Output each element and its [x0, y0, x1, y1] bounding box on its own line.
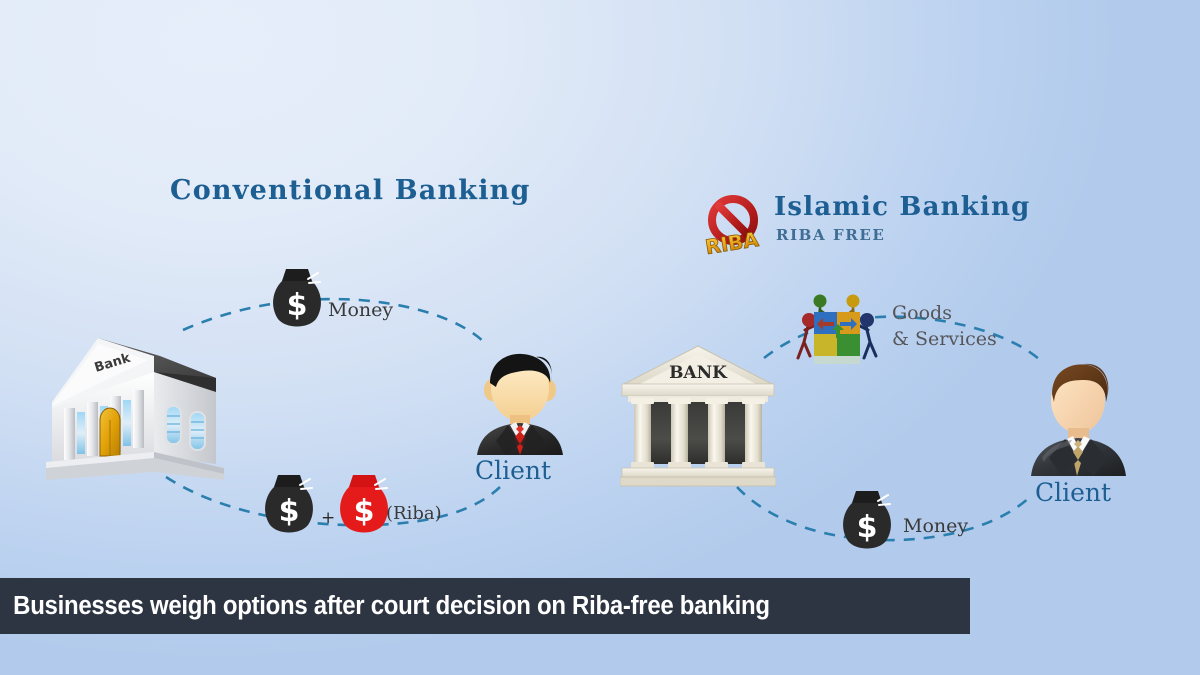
svg-text:$: $ — [857, 510, 878, 545]
caption-bar: Businesses weigh options after court dec… — [0, 578, 970, 634]
islamic-banking-title: Islamic Banking — [774, 192, 1031, 222]
caption-headline: Businesses weigh options after court dec… — [13, 591, 770, 620]
svg-text:$: $ — [287, 288, 308, 323]
connector-left-top — [182, 297, 488, 346]
label-riba: (Riba) — [386, 503, 442, 524]
islamic-banking-subtitle: RIBA FREE — [776, 226, 886, 244]
label-money-right: Money — [903, 515, 969, 537]
svg-text:BANK: BANK — [669, 363, 728, 383]
bank-building-classical: BANK — [619, 344, 777, 490]
connector-right-bottom — [736, 486, 1031, 542]
label-client-right: Client — [1035, 478, 1112, 507]
label-services: & Services — [892, 328, 997, 350]
svg-text:$: $ — [354, 494, 375, 529]
label-money-left: Money — [328, 299, 394, 321]
connector-right-top — [763, 315, 1041, 361]
money-bag-red-riba: $ — [335, 471, 393, 537]
svg-text:$: $ — [279, 494, 300, 529]
bank-building-isometric: Bank — [38, 316, 243, 481]
money-bag-black-right-bottom: $ — [838, 487, 896, 553]
label-client-left: Client — [475, 456, 552, 485]
goods-and-services-puzzle-icon — [792, 286, 884, 368]
riba-prohibited-icon: RIBA — [700, 192, 770, 260]
client-avatar-male-brown-hair — [1022, 358, 1138, 476]
money-bag-black-left-bottom: $ — [260, 471, 318, 537]
conventional-banking-title: Conventional Banking — [170, 175, 531, 206]
label-plus-operator: + — [321, 508, 336, 528]
client-avatar-male-black-hair — [466, 345, 574, 455]
money-bag-black-left-top: $ — [268, 265, 326, 331]
label-goods: Goods — [892, 302, 952, 324]
